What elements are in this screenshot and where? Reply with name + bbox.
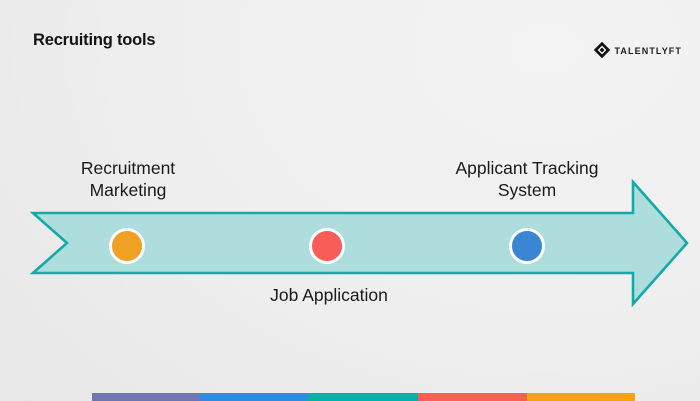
process-arrow	[28, 174, 692, 312]
brand-logo-text: TalentLyft	[614, 42, 682, 58]
process-arrow-shape	[29, 178, 689, 308]
stage-dot-job-application[interactable]	[309, 228, 345, 264]
stage-dot-applicant-tracking-system[interactable]	[509, 228, 545, 264]
color-bar-segment-orange	[526, 393, 635, 401]
diamond-logo-mark-icon	[593, 41, 610, 59]
brand-logo: TalentLyft	[593, 39, 683, 61]
color-bar-segment-coral	[417, 393, 527, 401]
stage-label-recruitment-marketing: Recruitment Marketing	[80, 158, 176, 200]
color-bar-segment-teal	[307, 393, 418, 401]
stage-label-job-application: Job Application	[270, 285, 388, 305]
stage-dot-recruitment-marketing[interactable]	[109, 228, 145, 264]
footer-color-bar	[92, 393, 635, 401]
color-bar-segment-purple	[92, 393, 200, 401]
page-title: Recruiting tools	[33, 31, 156, 49]
stage-label-applicant-tracking-system: Applicant Tracking System	[455, 158, 599, 200]
color-bar-segment-blue	[200, 393, 307, 401]
